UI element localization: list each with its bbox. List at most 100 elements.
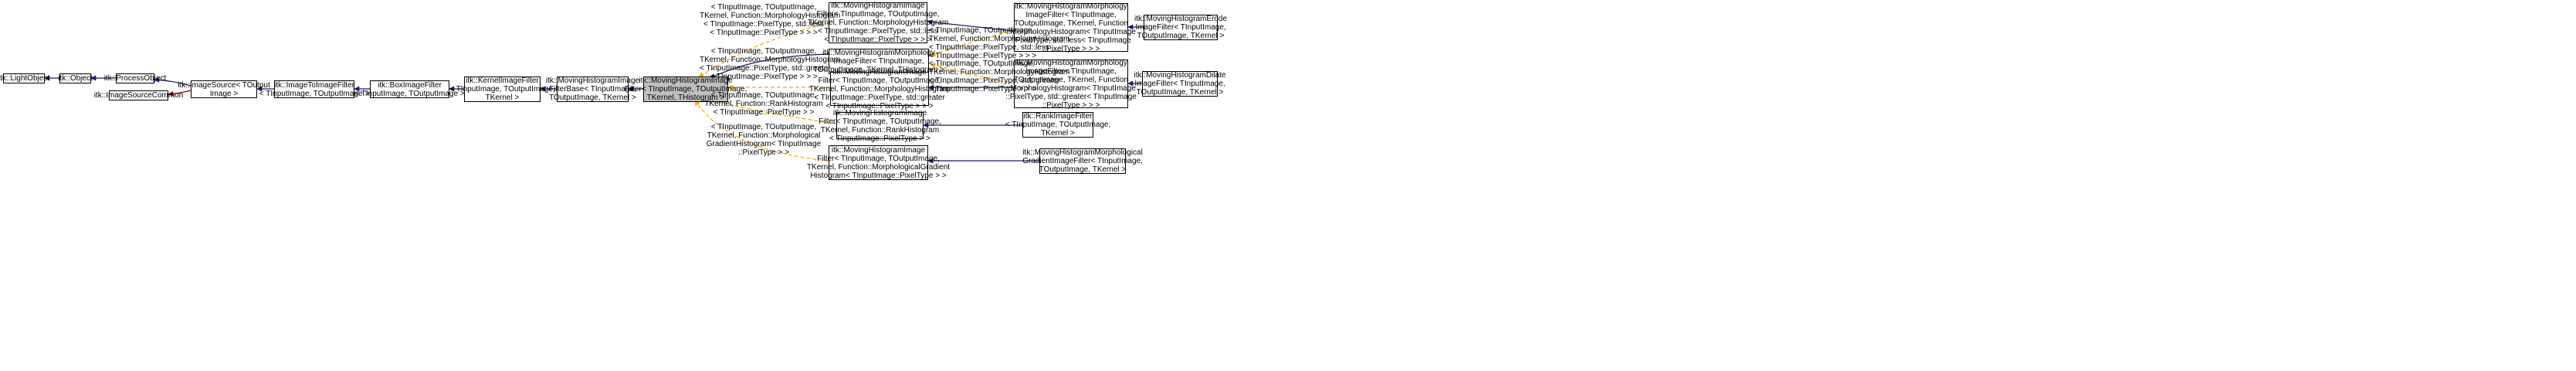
node-text-line: < TInputImage::PixelType > > > [825, 101, 934, 111]
node-text-line: Filter< TInputImage, TOutputImage, [816, 10, 940, 19]
node-text-line: ImageFilter< TInputImage, [1134, 80, 1225, 88]
node-image-source-common[interactable]: itk::ImageSourceCommon [94, 90, 183, 100]
edge-label-to-filter-rank: < TInputImage, TOutputImage,TKernel, Fun… [700, 91, 828, 117]
edge-label-text-line: < TInputImage::PixelType > > [713, 108, 815, 117]
edge-label-to-morphology-greater: < TInputImage, TOutputImage,TKernel, Fun… [929, 60, 1069, 94]
node-text-line: Filter< TInputImage, TOutputImage, [818, 76, 941, 85]
node-text-line: itk::Object [58, 74, 93, 83]
node-text-line: itk::MovingHistogramImage [639, 77, 733, 85]
node-text-line: ::MorphologyHistogram< TInputImage [1006, 83, 1136, 93]
node-text-line: itk::LightObject [0, 74, 50, 83]
edge-filterless-to-current [698, 22, 829, 78]
edge-label-text-line: TKernel, Function::MorphologyHistogram [700, 12, 841, 20]
edge-morphless-to-morphgeneric [930, 30, 1015, 57]
edge-morphgreater-to-morphgeneric [930, 63, 1015, 84]
node-text-line: TKernel, THistogram > [646, 94, 725, 102]
edge-imagesource-to-imagesourcecommon [168, 90, 192, 97]
node-text-line: itk::MovingHistogramMorphology [1015, 58, 1127, 67]
edge-label-to-filter-gradient: < TInputImage, TOutputImage,TKernel, Fun… [700, 123, 828, 157]
node-rank-image-filter[interactable]: itk::RankImageFilter< TInputImage, TOutp… [1005, 112, 1110, 138]
edge-label-to-filter-less: < TInputImage, TOutputImage,TKernel, Fun… [700, 3, 841, 37]
node-text-line: Filter< TInputImage, TOutputImage, [624, 85, 747, 94]
node-text-line: itk::MovingHistogramImage [832, 108, 927, 117]
edge-label-text-line: < TInputImage::PixelType, std::less [929, 43, 1049, 52]
edge-label-text-line: TKernel, Function::MorphologyHistogram [700, 56, 841, 64]
node-text-line: itk::MovingHistogramErode [1134, 15, 1228, 23]
node-text-line: < TInputImage, TOutputImage > [354, 89, 465, 98]
node-text-line: TOutputImage, TKernel > [1137, 32, 1225, 40]
node-text-line: itk::BoxImageFilter [378, 80, 442, 90]
edge-label-text-line: < TInputImage, TOutputImage, [710, 123, 817, 131]
node-text-line: < TInputImage, TOutputImage > [259, 89, 370, 98]
node-text-line: Filter< TInputImage, TOutputImage, [819, 117, 941, 126]
node-text-line: Histogram< TInputImage::PixelType > > [810, 171, 947, 180]
node-text-line: TKernel > [1041, 129, 1075, 138]
node-text-line: < TInputImage, TOutputImage, [1005, 121, 1111, 129]
edge-morphgeneric-to-current [710, 53, 829, 79]
edge-label-text-line: < TInputImage::PixelType, std::greater [929, 77, 1060, 85]
node-text-line: ::PixelType > > > [1042, 44, 1100, 53]
node-text-line: TOutputImage, TKernel > [549, 94, 636, 102]
edge-label-text-line: < TInputImage, TOutputImage, [710, 91, 817, 100]
node-kernel-image-filter[interactable]: itk::KernelImageFilter< TInputImage, TOu… [449, 77, 555, 102]
node-text-line: itk::ProcessObject [103, 74, 167, 83]
edge-label-text-line: < TInputImage::PixelType, std::less [703, 20, 824, 29]
node-text-line: ImageFilter< TInputImage, [1025, 10, 1117, 19]
node-text-line: ::PixelType, std::less< TInputImage [1011, 36, 1131, 45]
edge-label-text-line: < TInputImage, TOutputImage, [710, 3, 817, 12]
node-text-line: itk::ImageSource< TOutput [178, 80, 270, 90]
node-text-line: TOutputImage, TKernel, THistogram > [813, 66, 944, 74]
edge-label-text-line: TKernel, Function::RankHistogram [704, 100, 823, 108]
node-text-line: ImageFilter< TInputImage, [1025, 66, 1117, 76]
node-text-line: itk::MovingHistogramImage [545, 77, 640, 85]
edge-label-text-line: TKernel, Function::Morphological [707, 131, 821, 140]
edge-label-to-filter-greater: < TInputImage, TOutputImage,TKernel, Fun… [700, 47, 841, 81]
node-object[interactable]: itk::Object [58, 73, 93, 83]
node-text-line: ::MorphologyHistogram< TInputImage [1006, 27, 1136, 36]
node-text-line: Filter< TInputImage, TOutputImage, [817, 154, 940, 163]
node-text-line: ImageFilter< TInputImage, [833, 57, 924, 66]
node-text-line: itk::ImageSourceCommon [93, 91, 184, 100]
node-light-object[interactable]: itk::LightObject [0, 73, 49, 83]
node-text-line: TOutputImage, TKernel > [1136, 88, 1224, 97]
node-text-line: < TInputImage::PixelType, std::less [818, 27, 938, 36]
edge-label-text-line: GradientHistogram< TInputImage [706, 140, 822, 148]
edge-label-text-line: < TInputImage, TOutputImage, [710, 47, 817, 56]
node-text-line: itk::MovingHistogramImage [831, 145, 926, 155]
node-text-line: TKernel, Function::RankHistogram [820, 125, 940, 134]
node-text-line: itk::MovingHistogramDilate [1134, 71, 1226, 80]
edge-label-text-line: < TInputImage::PixelType > > > [710, 73, 818, 81]
edge-label-text-line: TKernel, Function::MorphologyHistogram [929, 35, 1070, 43]
edge-label-text-line: < TInputImage::PixelType > > > [710, 29, 818, 37]
node-image-to-image-filter[interactable]: itk::ImageToImageFilter< TInputImage, TO… [259, 80, 369, 98]
node-process-object[interactable]: itk::ProcessObject [104, 73, 166, 83]
node-text-line: itk::KernelImageFilter [466, 77, 539, 85]
node-text-line: itk::MovingHistogramImage [832, 67, 927, 77]
edge-label-text-line: < TInputImage, TOutputImage, [929, 60, 1035, 68]
edge-imagesource-to-processobject [154, 77, 192, 87]
node-text-line: < TInputImage, TOutputImage, [449, 85, 555, 94]
node-text-line: GradientImageFilter< TInputImage, [1022, 157, 1143, 165]
node-box-image-filter[interactable]: itk::BoxImageFilter< TInputImage, TOutpu… [354, 80, 465, 98]
edge-label-text-line: < TInputImage::PixelType, std::greater [700, 64, 831, 73]
node-text-line: ::PixelType, std::greater< TInputImage [1005, 92, 1137, 101]
node-text-line: < TInputImage::PixelType > > > [824, 36, 932, 44]
node-text-line: < TInputImage::PixelType, std::greater [814, 93, 945, 102]
node-text-line: TKernel > [485, 94, 520, 102]
node-text-line: itk::ImageToImageFilter [274, 80, 354, 90]
node-text-line: TOutputImage, TKernel, Function [1013, 75, 1129, 84]
node-text-line: Image > [209, 89, 239, 98]
